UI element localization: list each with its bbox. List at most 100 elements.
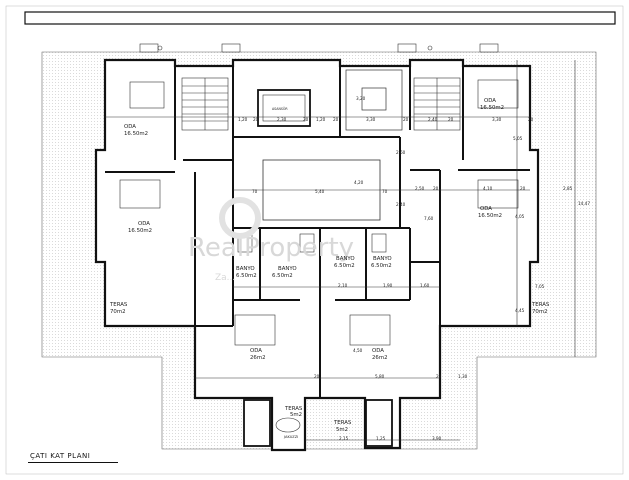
dim-label: 5,05 <box>513 136 523 141</box>
jacuzzi-shape <box>275 417 301 433</box>
elevator-shaft <box>257 89 311 127</box>
room-area-teras-s2: 5m2 <box>336 427 348 433</box>
dim-label: 4,05 <box>515 214 525 219</box>
dim-label: 20 <box>333 117 339 122</box>
dim-label: 5,80 <box>375 374 385 379</box>
dim-label: 70 <box>382 189 388 194</box>
dim-label: 70 <box>252 189 258 194</box>
room-name-oda-se: ODA <box>372 348 384 354</box>
bed-furniture <box>349 314 391 346</box>
room-name-teras-e: TERAS <box>531 302 550 308</box>
bed-furniture <box>477 179 519 209</box>
dim-label: 20 <box>314 374 320 379</box>
dim-label: 20 <box>433 186 439 191</box>
bed-furniture <box>119 179 161 209</box>
sheet-frame <box>5 5 624 475</box>
dim-label: 20 <box>520 186 526 191</box>
dim-label: 20 <box>253 117 259 122</box>
stairs-left <box>181 77 229 131</box>
watermark-logo-icon <box>219 197 261 239</box>
service-shaft-inner <box>361 87 387 111</box>
dim-label: 20 <box>528 117 534 122</box>
room-name-oda-nw: ODA <box>124 124 136 130</box>
dim-label: 3,20 <box>356 96 366 101</box>
room-name-banyo-3: BANYO <box>336 256 355 262</box>
room-name-oda-sw: ODA <box>250 348 262 354</box>
room-name-banyo-1: BANYO <box>236 266 255 272</box>
column-mark <box>157 45 163 51</box>
dim-label: 1,90 <box>383 283 393 288</box>
dim-label: 4,20 <box>354 180 364 185</box>
dim-label: 4,45 <box>515 308 525 313</box>
room-area-banyo-1: 6.50m2 <box>236 273 257 279</box>
room-area-banyo-4: 6.50m2 <box>371 263 392 269</box>
room-name-banyo-4: BANYO <box>373 256 392 262</box>
parapet-bump <box>221 43 241 53</box>
sheet-frame-top <box>24 11 616 25</box>
room-name-banyo-2: BANYO <box>278 266 297 272</box>
elevator-cab <box>262 94 306 122</box>
dim-label: 2,40 <box>428 117 438 122</box>
room-area-oda-nw: 16.50m2 <box>124 131 148 137</box>
dim-label: 1,20 <box>316 117 326 122</box>
dim-label: 20 <box>448 117 454 122</box>
dim-label: 14,47 <box>578 201 590 206</box>
interior-walls <box>105 66 530 398</box>
dim-label: 1,25 <box>376 436 386 441</box>
dim-label: 4,50 <box>353 348 363 353</box>
dim-label: 2,50 <box>415 186 425 191</box>
bath-fixture <box>371 233 387 253</box>
room-area-oda-se: 26m2 <box>372 355 388 361</box>
room-area-teras-w: 70m2 <box>110 309 126 315</box>
room-name-teras-s2: TERAS <box>333 420 352 426</box>
title-underline <box>28 462 118 463</box>
service-shaft <box>345 69 403 131</box>
bath-fixture <box>299 233 315 253</box>
parapet-bump <box>479 43 499 53</box>
balcony-left <box>243 399 271 447</box>
dim-label: 1,20 <box>238 117 248 122</box>
dim-label: 2,40 <box>396 202 406 207</box>
dim-label: 1,60 <box>420 283 430 288</box>
dim-label: 3,30 <box>366 117 376 122</box>
room-area-teras-s1: 5m2 <box>290 412 302 418</box>
room-name-teras-s1: TERAS <box>284 406 303 412</box>
dim-label: 20 <box>403 117 409 122</box>
dim-label: 20 <box>436 374 442 379</box>
dim-label: 2,10 <box>338 283 348 288</box>
dim-label: 20 <box>303 117 309 122</box>
column-mark <box>427 45 433 51</box>
dim-label: 7,60 <box>424 216 434 221</box>
room-area-banyo-2: 6.50m2 <box>272 273 293 279</box>
room-area-oda-sw: 26m2 <box>250 355 266 361</box>
dim-label: 2,30 <box>277 117 287 122</box>
room-name-oda-ne: ODA <box>484 98 496 104</box>
room-name-teras-w: TERAS <box>109 302 128 308</box>
bed-furniture <box>129 81 165 109</box>
room-area-oda-e: 16.50m2 <box>478 213 502 219</box>
dim-label: 3,90 <box>432 436 442 441</box>
bed-furniture <box>234 314 276 346</box>
stairs-right <box>413 77 461 131</box>
dim-label: 7,05 <box>535 284 545 289</box>
room-name-oda-e: ODA <box>480 206 492 212</box>
watermark-tagline: Za... <box>215 273 235 283</box>
watermark-brand: RealProperty <box>188 233 354 263</box>
balcony-right <box>365 399 393 447</box>
room-name-asansor: ASANSÖR <box>272 106 288 111</box>
dim-label: 1,30 <box>458 374 468 379</box>
plan-title: ÇATI KAT PLANI <box>30 452 91 460</box>
dim-label: 4,10 <box>483 186 493 191</box>
bed-furniture <box>477 79 519 109</box>
dim-label: 5,40 <box>315 189 325 194</box>
dim-label: 2,15 <box>339 436 349 441</box>
room-area-oda-w: 16.50m2 <box>128 228 152 234</box>
room-name-jakuzi: JAKUZZI <box>283 435 298 439</box>
room-area-banyo-3: 6.50m2 <box>334 263 355 269</box>
dim-label: 2,85 <box>563 186 573 191</box>
room-name-oda-w: ODA <box>138 221 150 227</box>
parapet-bump <box>139 43 159 53</box>
room-area-teras-e: 70m2 <box>532 309 548 315</box>
parapet-bump <box>397 43 417 53</box>
